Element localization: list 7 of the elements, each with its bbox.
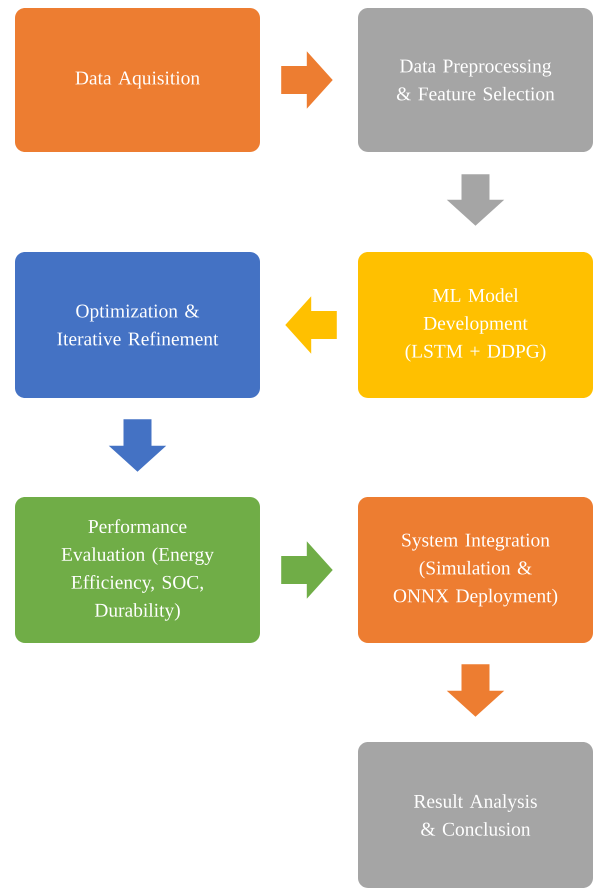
process-box: System Integration (Simulation & ONNX Deployment) (358, 497, 593, 643)
process-box: Data Preprocessing & Feature Selection (358, 8, 593, 152)
process-box: Result Analysis & Conclusion (358, 742, 593, 888)
process-box: ML Model Development (LSTM + DDPG) (358, 252, 593, 398)
process-box: Data Aquisition (15, 8, 260, 152)
process-box: Performance Evaluation (Energy Efficiency, SOC, Durability) (15, 497, 260, 643)
process-box: Optimization & Iterative Refinement (15, 252, 260, 398)
